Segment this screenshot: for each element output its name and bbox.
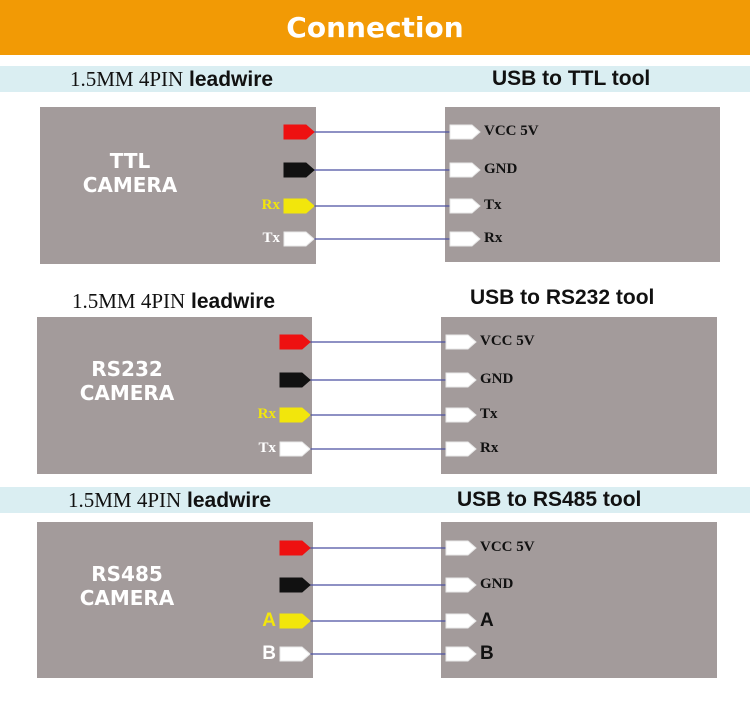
wire-diagram: [279, 540, 477, 662]
camera-connector-red: [279, 334, 311, 350]
page-title: Connection: [286, 11, 464, 44]
tool-pin-label: VCC 5V: [480, 333, 535, 349]
camera-pin-label: A: [262, 610, 276, 631]
tool-connector: [445, 407, 477, 423]
tool-connector: [445, 441, 477, 457]
section-rs485: 1.5MM 4PIN leadwire USB to RS485 tool RS…: [0, 487, 750, 702]
tool-connector: [449, 124, 481, 140]
leadwire-word: leadwire: [187, 489, 272, 512]
camera-word: CAMERA: [79, 381, 175, 405]
leadwire-spec: 1.5MM 4PIN: [72, 289, 186, 313]
tool-connector: [449, 198, 481, 214]
camera-box: RS485 CAMERA: [37, 522, 313, 678]
camera-type: TTL: [109, 149, 151, 173]
camera-pin-label: B: [262, 643, 276, 664]
tool-pin-label: VCC 5V: [484, 123, 539, 139]
tool-pin-label: Tx: [480, 406, 498, 422]
wire-diagram: [283, 124, 481, 247]
leadwire-label: 1.5MM 4PIN leadwire: [70, 67, 273, 92]
camera-connector-black: [283, 162, 315, 178]
tool-pin-label: VCC 5V: [480, 539, 535, 555]
tool-connector: [449, 231, 481, 247]
tool-connector: [445, 613, 477, 629]
leadwire-spec: 1.5MM 4PIN: [70, 67, 184, 91]
tool-pin-label: Rx: [484, 230, 503, 246]
tool-pin-label: GND: [484, 161, 518, 177]
camera-connector-black: [279, 577, 311, 593]
camera-type: RS485: [91, 562, 163, 586]
camera-connector-yellow: [279, 407, 311, 423]
tool-label: USB to TTL tool: [492, 67, 651, 90]
camera-connector-white: [279, 441, 311, 457]
camera-label: TTL CAMERA: [50, 149, 210, 197]
section-rs232: 1.5MM 4PIN leadwire USB to RS232 tool RS…: [0, 286, 750, 501]
tool-connector: [445, 372, 477, 388]
connection-banner: Connection: [0, 0, 750, 55]
camera-connector-yellow: [283, 198, 315, 214]
camera-connector-white: [283, 231, 315, 247]
tool-pin-label: Rx: [480, 440, 499, 456]
leadwire-spec: 1.5MM 4PIN: [68, 488, 182, 512]
tool-connector: [445, 540, 477, 556]
camera-pin-label: Tx: [262, 230, 280, 246]
camera-word: CAMERA: [82, 173, 178, 197]
section-header-strip: [0, 487, 750, 513]
camera-pin-label: Tx: [258, 440, 276, 456]
leadwire-word: leadwire: [191, 290, 276, 313]
tool-label: USB to RS485 tool: [457, 488, 642, 511]
camera-pin-label: Rx: [261, 197, 280, 213]
camera-box: RS232 CAMERA: [37, 317, 312, 474]
camera-connector-white: [279, 646, 311, 662]
tool-box: [445, 107, 720, 262]
section-header-strip: [0, 66, 750, 92]
camera-label: RS485 CAMERA: [47, 562, 207, 610]
camera-connector-black: [279, 372, 311, 388]
tool-box: [441, 522, 717, 678]
tool-pin-label: Tx: [484, 197, 502, 213]
tool-connector: [449, 162, 481, 178]
tool-pin-label: A: [480, 610, 494, 631]
tool-pin-label: B: [480, 643, 494, 664]
camera-pin-label: Rx: [257, 406, 276, 422]
tool-box: [441, 317, 717, 474]
tool-pin-label: GND: [480, 576, 514, 592]
tool-pin-label: GND: [480, 371, 514, 387]
leadwire-label: 1.5MM 4PIN leadwire: [72, 289, 275, 314]
section-ttl: 1.5MM 4PIN leadwire USB to TTL tool TTL …: [0, 66, 750, 281]
camera-connector-red: [283, 124, 315, 140]
camera-connector-yellow: [279, 613, 311, 629]
camera-connector-red: [279, 540, 311, 556]
camera-word: CAMERA: [79, 586, 175, 610]
camera-label: RS232 CAMERA: [47, 357, 207, 405]
tool-connector: [445, 577, 477, 593]
tool-connector: [445, 646, 477, 662]
leadwire-label: 1.5MM 4PIN leadwire: [68, 488, 271, 513]
tool-connector: [445, 334, 477, 350]
camera-box: TTL CAMERA: [40, 107, 316, 264]
leadwire-word: leadwire: [189, 68, 274, 91]
wire-diagram: [279, 334, 477, 457]
camera-type: RS232: [91, 357, 163, 381]
tool-label: USB to RS232 tool: [470, 286, 655, 309]
